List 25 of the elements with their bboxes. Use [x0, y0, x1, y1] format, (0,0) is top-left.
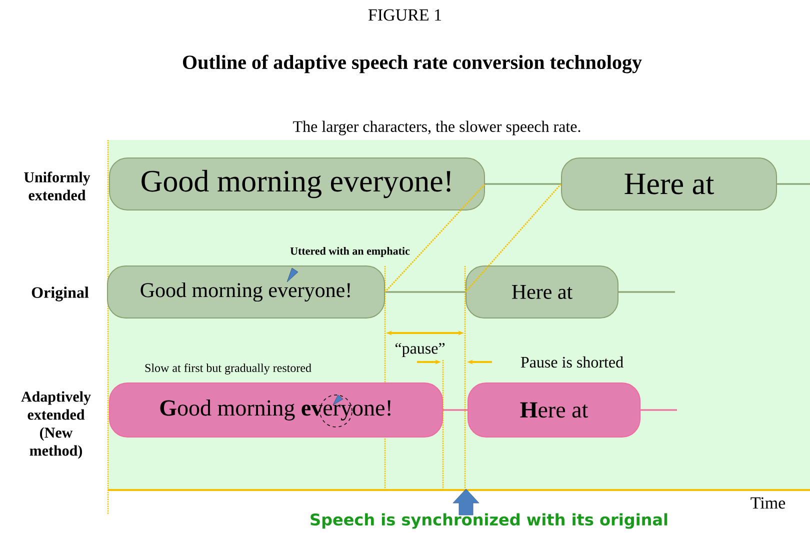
speech-segment-box: Here at: [466, 266, 618, 318]
annotation: Pause is shorted: [520, 356, 624, 368]
timeline-line: [777, 183, 810, 185]
timeline-line: [464, 184, 562, 292]
speech-segment-box: Good morning everyone!: [107, 266, 385, 318]
axis-label: Time: [750, 497, 786, 509]
timeline-line: [640, 409, 677, 411]
dimension-label: “pause”: [395, 342, 445, 358]
timeline-line: [618, 291, 675, 293]
speech-segment-box: Good morning everyone!: [109, 158, 485, 210]
speech-segment-box: Here at: [561, 158, 777, 210]
annotation: Uttered with an emphatic: [290, 247, 410, 257]
note: The larger characters, the slower speech rate.: [293, 120, 580, 136]
timeline-line: [443, 409, 468, 411]
speech-segment-box: Here at: [468, 382, 640, 438]
row-label: Original: [32, 286, 89, 302]
speech-segment-box: Good morning everyone!: [109, 382, 443, 438]
figure-number: FIGURE 1: [368, 9, 442, 21]
caption-note: Speech is synchronized with its original: [310, 513, 668, 529]
row-label: Adaptively extended (New method): [21, 391, 91, 459]
timeline-line: [485, 183, 561, 185]
row-label: Uniformly extended: [24, 172, 90, 200]
timeline-line: [385, 291, 466, 293]
timeline-line: [384, 184, 486, 293]
title: Outline of adaptive speech rate conversion technology: [183, 54, 642, 74]
